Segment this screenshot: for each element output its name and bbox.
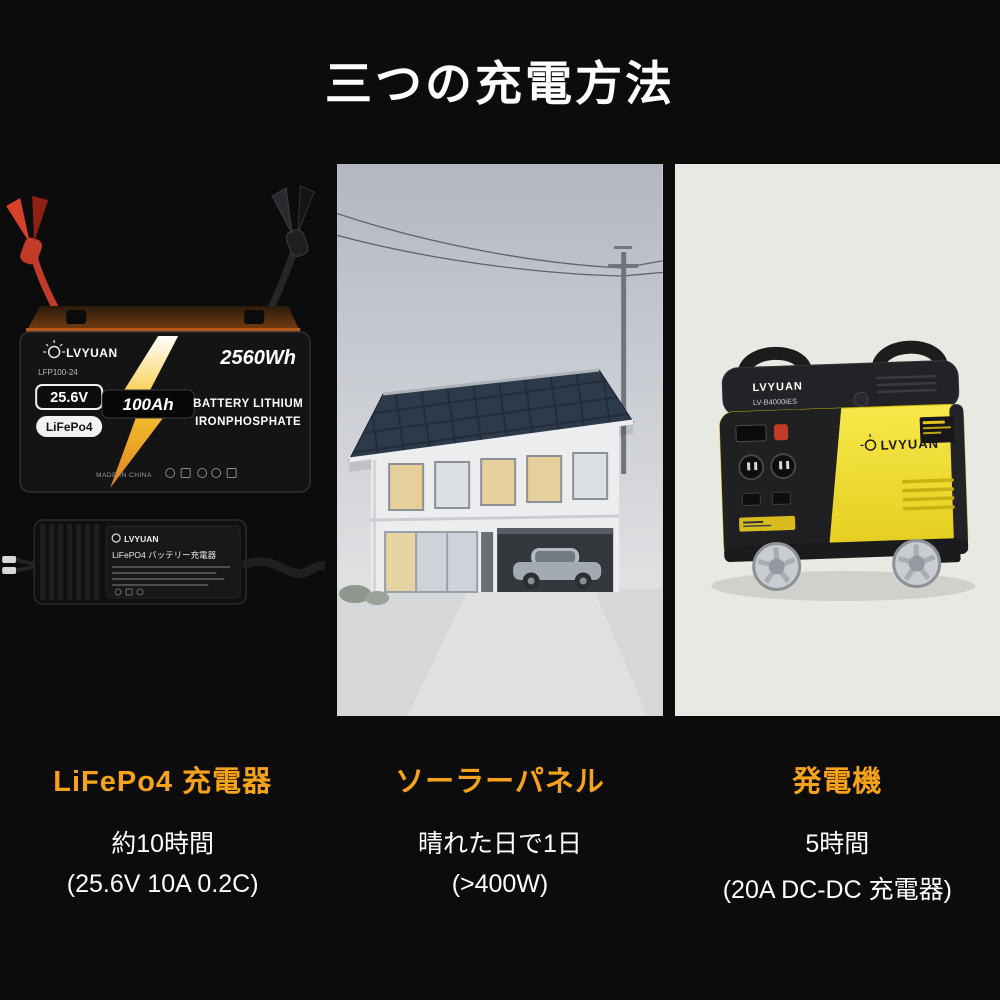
caption-generator-time: 5時間 — [805, 829, 870, 858]
bushes — [339, 584, 390, 605]
car-window — [535, 550, 576, 563]
black-alligator-clip — [271, 184, 315, 257]
dc-port — [741, 492, 761, 506]
battery-charger-illustration: LVYUAN LFP100-24 25.6V LiFePo4 100Ah 256… — [2, 184, 326, 605]
charger-label-text: LiFePO4 バッテリー充電器 — [112, 550, 216, 560]
generator-model-text: LV-B4000iES — [752, 396, 796, 407]
display — [734, 424, 767, 442]
driveway — [407, 591, 648, 716]
panel-solar-house — [337, 163, 663, 716]
carry-handle — [871, 340, 949, 377]
charger-spec-lines — [112, 565, 231, 586]
caption-generator: 発電機 5時間 (20A DC-DC 充電器) — [675, 758, 1000, 906]
generator-brand-text: LVYUAN — [752, 380, 803, 394]
rear-foot — [938, 549, 961, 563]
side-vents — [901, 477, 955, 511]
utility-pole — [608, 245, 639, 474]
power-switch — [773, 423, 788, 441]
downspout — [373, 459, 377, 592]
battery-terminal-negative — [244, 309, 265, 324]
capacity-badge — [101, 389, 195, 419]
generator-wheels — [751, 538, 941, 591]
spec-label — [919, 415, 955, 443]
usb-port — [771, 491, 791, 505]
lower-glass-doors — [384, 530, 479, 593]
chemistry-text: LiFePo4 — [46, 420, 93, 434]
caption-solar-heading: ソーラーパネル — [395, 765, 605, 798]
solar-house-illustration — [337, 163, 663, 716]
charger-dc-plug — [2, 555, 39, 574]
image-panels: LVYUAN LFP100-24 25.6V LiFePo4 100Ah 256… — [0, 163, 1000, 716]
chemistry-badge — [36, 415, 103, 437]
caption-charger-spec: (25.6V 10A 0.2C) — [66, 869, 259, 898]
power-lines — [337, 212, 663, 277]
battery-name-line1: BATTERY LITHIUM — [193, 398, 303, 410]
red-alligator-clip — [6, 195, 49, 265]
control-panel — [719, 408, 821, 560]
charger-cert-icons — [114, 588, 144, 596]
fuel-cap — [853, 391, 869, 407]
voltage-text: 25.6V — [50, 390, 88, 406]
battery-name-line2: IRONPHOSPHATE — [195, 416, 301, 428]
battery: LVYUAN LFP100-24 25.6V LiFePo4 100Ah 256… — [6, 184, 315, 493]
caption-generator-spec: (20A DC-DC 充電器) — [722, 875, 952, 904]
energy-text: 2560Wh — [219, 347, 296, 369]
panel-battery-charger: LVYUAN LFP100-24 25.6V LiFePo4 100Ah 256… — [0, 163, 326, 716]
caption-charger: LiFePo4 充電器 約10時間 (25.6V 10A 0.2C) — [0, 758, 325, 906]
house — [348, 368, 635, 593]
battery-top-edge — [26, 327, 301, 333]
charger-brand-text: LVYUAN — [124, 534, 158, 544]
car — [513, 547, 602, 590]
warning-sticker — [738, 515, 796, 532]
upper-windows — [388, 451, 609, 511]
sun-logo-icon — [864, 439, 876, 451]
battery-brand-text: LVYUAN — [66, 346, 117, 360]
ac-outlet — [737, 453, 764, 480]
certification-icons — [165, 467, 237, 478]
caption-charger-time: 約10時間 — [111, 829, 215, 858]
battery-model-text: LFP100-24 — [38, 368, 78, 377]
capacity-text: 100Ah — [123, 395, 174, 414]
header: 三つの充電方法 — [0, 0, 1000, 110]
battery-top-face — [26, 305, 301, 332]
roof-ridge — [383, 368, 600, 396]
battery-brand-logo: LVYUAN LFP100-24 — [38, 339, 117, 377]
generator: LVYUAN LV-B4000iES — [718, 340, 968, 591]
caption-charger-heading: LiFePo4 充電器 — [53, 765, 273, 798]
panel-generator: LVYUAN LV-B4000iES — [674, 163, 1000, 716]
caption-solar-time: 晴れた日で1日 — [418, 829, 582, 858]
origin-text: MADE IN CHINA — [96, 472, 152, 479]
generator-illustration: LVYUAN LV-B4000iES — [674, 163, 1000, 716]
page-title: 三つの充電方法 — [325, 57, 675, 110]
ac-outlet — [769, 452, 796, 479]
battery-terminal-positive — [66, 309, 87, 324]
caption-solar: ソーラーパネル 晴れた日で1日 (>400W) — [337, 758, 662, 906]
sun-logo-icon — [47, 345, 61, 358]
charger-heatsink-fins — [40, 523, 100, 600]
caption-generator-heading: 発電機 — [792, 765, 883, 798]
charger-output-cable — [241, 556, 326, 578]
charger: LVYUAN LiFePO4 バッテリー充電器 — [2, 518, 326, 605]
top-vents — [875, 374, 937, 394]
charger-sun-logo-icon — [111, 533, 121, 543]
caption-solar-spec: (>400W) — [451, 869, 549, 898]
entrance — [481, 531, 494, 592]
floor-band — [371, 514, 620, 522]
captions-row: LiFePo4 充電器 約10時間 (25.6V 10A 0.2C) ソーラーパ… — [0, 758, 1000, 906]
